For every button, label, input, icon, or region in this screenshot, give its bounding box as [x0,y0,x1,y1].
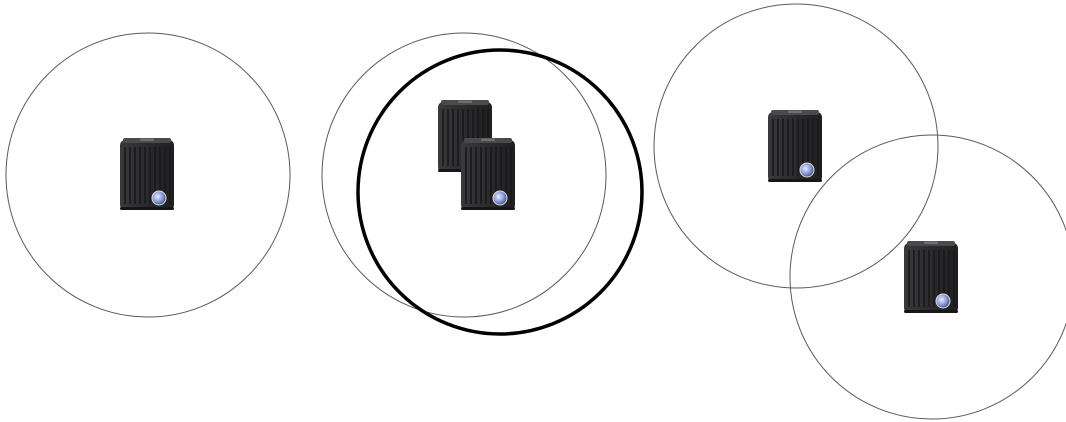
access-point-icon [904,241,958,313]
group-spaced-pair [654,4,1066,419]
group-overlapping-pair [322,33,642,334]
access-point-icon [768,110,822,182]
access-point-icon [461,138,515,210]
group-single-ap [6,33,290,317]
access-point-icon [120,138,174,210]
